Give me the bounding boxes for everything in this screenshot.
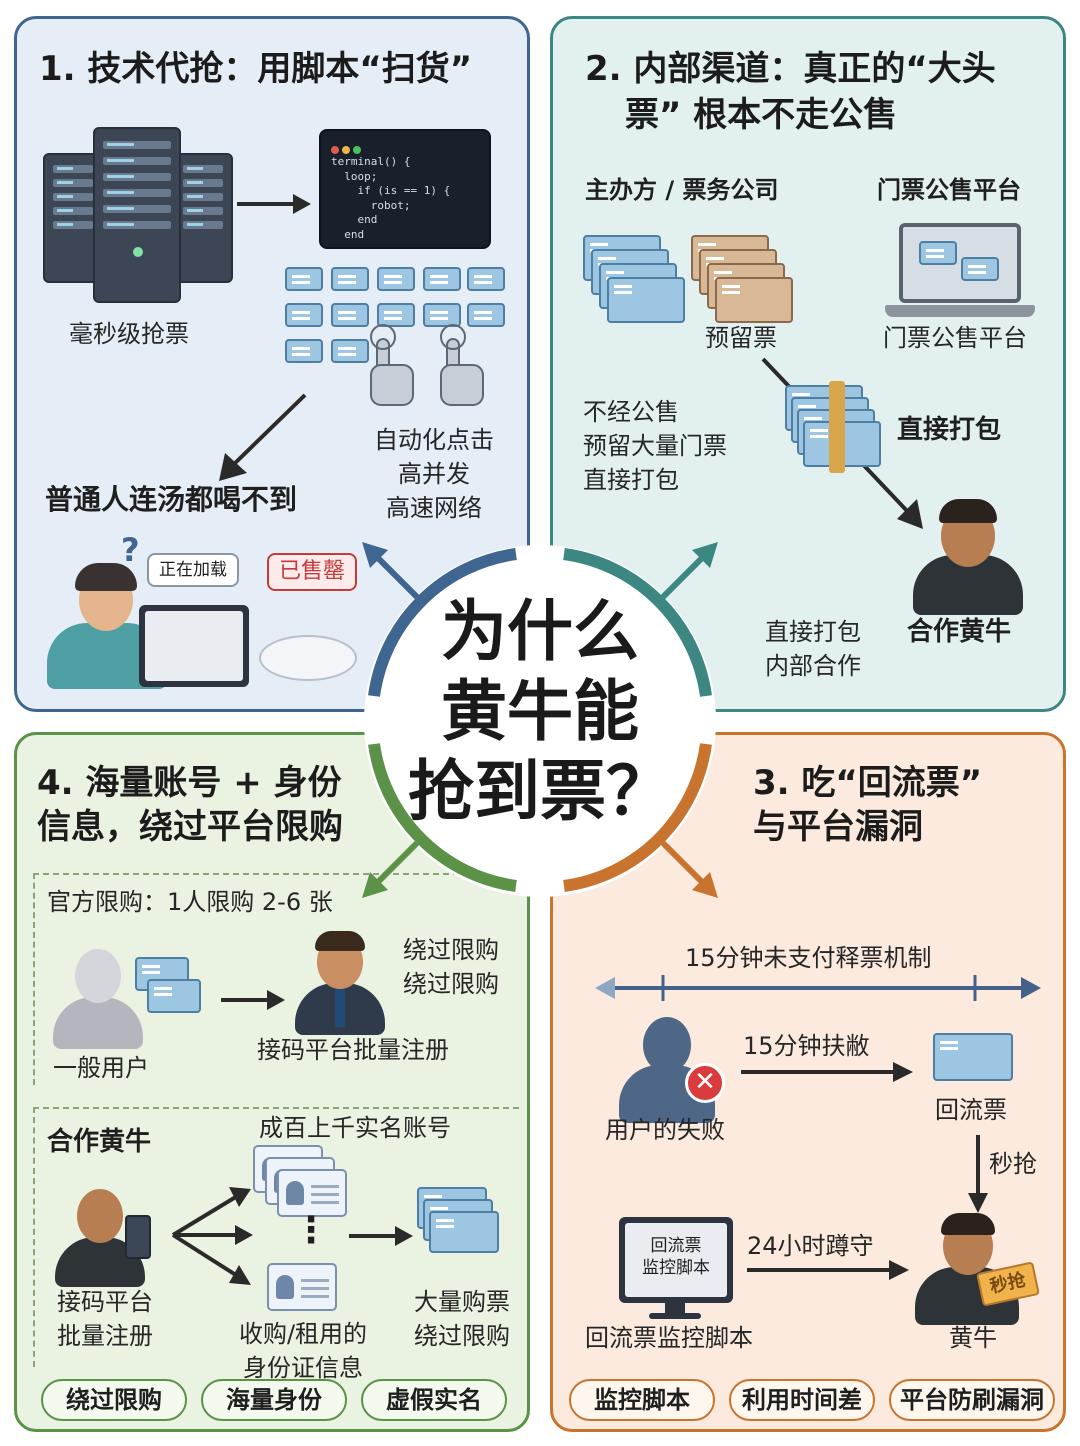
tag-bypass-limit: 绕过限购 <box>41 1379 187 1421</box>
bulk-buy-text: 大量购票 绕过限购 <box>414 1288 510 1350</box>
reserved-ticket-icon <box>691 235 801 335</box>
normal-user-icon <box>53 945 143 1049</box>
wait-label: 15分钟扶敝 <box>743 1032 870 1060</box>
ticket-pair-icon <box>135 957 215 1027</box>
id-card-icon <box>267 1263 337 1311</box>
limit-section <box>33 873 519 1085</box>
id-card-stack-icon <box>253 1145 363 1235</box>
grab-label: 秒抢 <box>989 1150 1037 1178</box>
ticket-bundle-icon <box>785 381 895 485</box>
panel-mass-accounts: 4. 海量账号 + 身份 信息，绕过平台限购 官方限购：1人限购 2-6 张 一… <box>14 732 530 1432</box>
reserved-label: 预留票 <box>705 324 777 352</box>
sms-platform-text: 接码平台 批量注册 <box>57 1288 153 1350</box>
terminal-code: terminal() { loop; if (is == 1) { robot;… <box>331 155 451 241</box>
monitor-script-icon: 回流票 监控脚本 <box>619 1217 733 1303</box>
tag-mass-identity: 海量身份 <box>201 1379 347 1421</box>
platform-caption: 门票公售平台 <box>883 324 1027 352</box>
bypass-text: 绕过限购 绕过限购 <box>403 936 499 998</box>
automation-text: 自动化点击 高并发 高速网络 <box>374 426 494 522</box>
arrow-down-left-icon <box>219 393 307 481</box>
laptop-icon <box>885 223 1035 323</box>
center-ring <box>362 542 718 898</box>
monitor-icon <box>139 605 249 687</box>
monitor-screen-line1: 回流票 <box>650 1236 702 1256</box>
returned-ticket-label: 回流票 <box>935 1096 1007 1124</box>
branch-arrows-icon <box>171 1187 253 1285</box>
timeline-icon <box>595 975 1041 1001</box>
failed-user-icon: ✕ <box>619 1013 729 1123</box>
limit-rule: 官方限购：1人限购 2-6 张 <box>47 888 333 916</box>
arrow-right-icon <box>221 990 285 1010</box>
monitor-caption: 回流票监控脚本 <box>585 1324 753 1352</box>
sms-register-label: 接码平台批量注册 <box>257 1036 449 1064</box>
panel2-title-line1: 2. 内部渠道：真正的“大头 <box>585 49 996 89</box>
organizer-label: 主办方 / 票务公司 <box>585 176 779 204</box>
ticket-grid-icon <box>285 267 515 397</box>
monitor-screen-line2: 监控脚本 <box>642 1258 710 1278</box>
scalper-icon: 秒抢 <box>915 1213 1045 1325</box>
user-fail-label: 用户的失败 <box>605 1116 725 1144</box>
empty-plate-icon <box>259 635 357 681</box>
partner-section <box>33 1107 519 1367</box>
arrow-right-icon <box>747 1260 909 1280</box>
tag-time-gap: 利用时间差 <box>729 1379 875 1421</box>
panel3-title-line2: 与平台漏洞 <box>753 807 923 847</box>
arrow-right-icon <box>237 194 311 214</box>
suited-scalper-icon <box>295 931 385 1035</box>
scalper-label: 黄牛 <box>949 1324 997 1352</box>
server-icon <box>43 127 233 307</box>
bulk-ticket-icon <box>417 1187 517 1277</box>
sms-operator-icon <box>55 1187 151 1287</box>
tag-fake-realname: 虚假实名 <box>361 1379 507 1421</box>
tag-monitor-script: 监控脚本 <box>569 1379 715 1421</box>
terminal-window: terminal() { loop; if (is == 1) { robot;… <box>319 129 491 249</box>
arrow-down-icon <box>968 1135 988 1213</box>
ticket-stack-icon <box>583 235 693 335</box>
panel3-title-line1: 3. 吃“回流票” <box>753 763 983 803</box>
id-info-text: 收购/租用的 身份证信息 <box>238 1320 368 1382</box>
panel4-title-line2: 信息，绕过平台限购 <box>37 807 343 847</box>
panel2-title-line2: 票” 根本不走公售 <box>625 95 898 135</box>
sold-out-badge: 已售罄 <box>267 553 358 591</box>
arrow-right-icon <box>349 1226 413 1246</box>
partner-scalper-icon <box>913 495 1023 615</box>
accounts-label: 成百上千实名账号 <box>259 1114 451 1142</box>
arrow-right-icon <box>741 1062 913 1082</box>
tag-platform-loophole: 平台防刷漏洞 <box>889 1379 1055 1421</box>
reasons-text: 不经公售 预留大量门票 直接打包 <box>583 398 727 494</box>
partner-header: 合作黄牛 <box>47 1127 152 1157</box>
panel1-title: 1. 技术代抢：用脚本“扫货” <box>39 49 473 89</box>
question-mark-icon: ? <box>121 531 140 569</box>
panel-tech-scalping: 1. 技术代抢：用脚本“扫货” 毫秒级抢票 terminal() { loop;… <box>14 16 530 712</box>
fail-x-icon: ✕ <box>685 1063 725 1103</box>
server-caption: 毫秒级抢票 <box>69 320 189 348</box>
timeline-label: 15分钟未支付释票机制 <box>685 944 932 972</box>
normal-user-label: 一般用户 <box>53 1054 149 1082</box>
center-title: 为什么 黄牛能 抢到票？ <box>408 593 672 830</box>
returned-ticket-icon <box>933 1033 1023 1093</box>
platform-label: 门票公售平台 <box>877 176 1021 204</box>
partner-label: 合作黄牛 <box>907 617 1012 647</box>
panel4-title-line1: 4. 海量账号 + 身份 <box>37 763 342 803</box>
ellipsis-icon: ⋮ <box>293 1210 329 1251</box>
hours-label: 24小时蹲守 <box>747 1232 874 1260</box>
package-label: 直接打包 <box>897 415 1002 445</box>
common-people-text: 普通人连汤都喝不到 <box>45 483 298 516</box>
loading-bubble: 正在加载 <box>147 553 239 587</box>
robot-hand-icon <box>370 324 484 406</box>
bottom-text: 直接打包 内部合作 <box>765 618 861 680</box>
